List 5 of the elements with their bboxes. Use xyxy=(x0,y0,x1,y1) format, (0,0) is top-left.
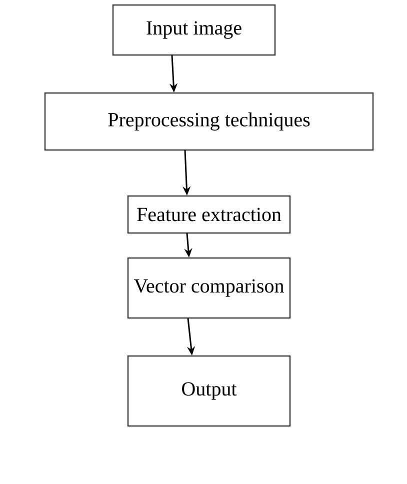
process-box: Preprocessing techniques xyxy=(44,92,374,150)
process-box: Feature extraction xyxy=(128,196,290,234)
process-box: Output xyxy=(128,356,290,426)
process-box: Input image xyxy=(112,4,276,56)
process-box: Vector comparison xyxy=(128,258,290,318)
